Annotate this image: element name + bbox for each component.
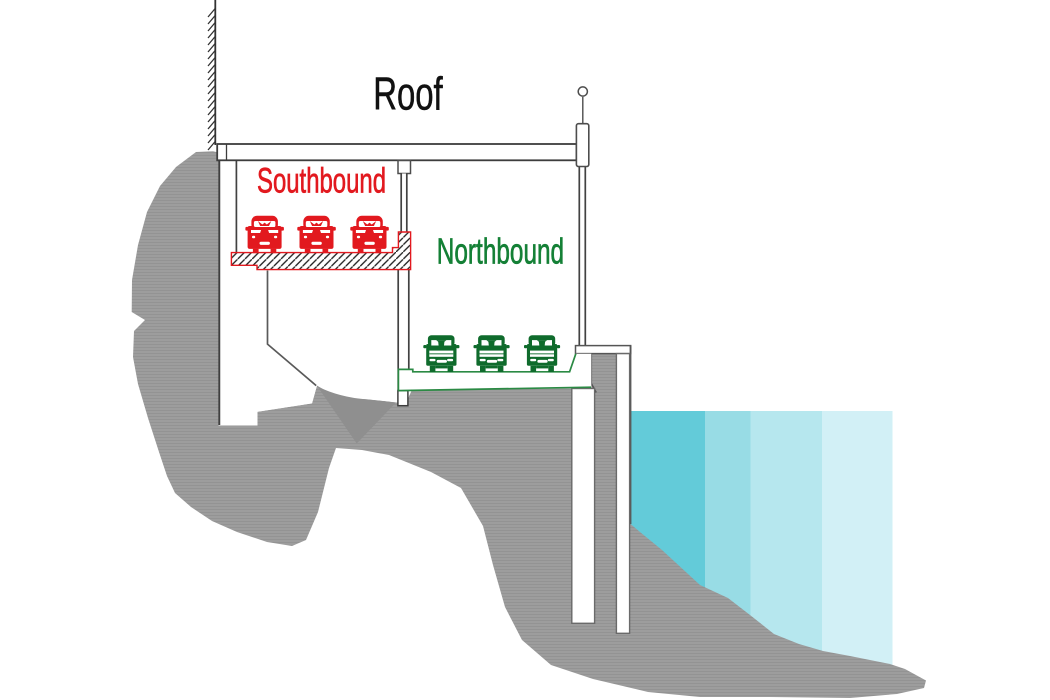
- svg-text:Roof: Roof: [373, 68, 443, 120]
- svg-text:Northbound: Northbound: [437, 231, 564, 272]
- svg-text:Southbound: Southbound: [257, 161, 386, 201]
